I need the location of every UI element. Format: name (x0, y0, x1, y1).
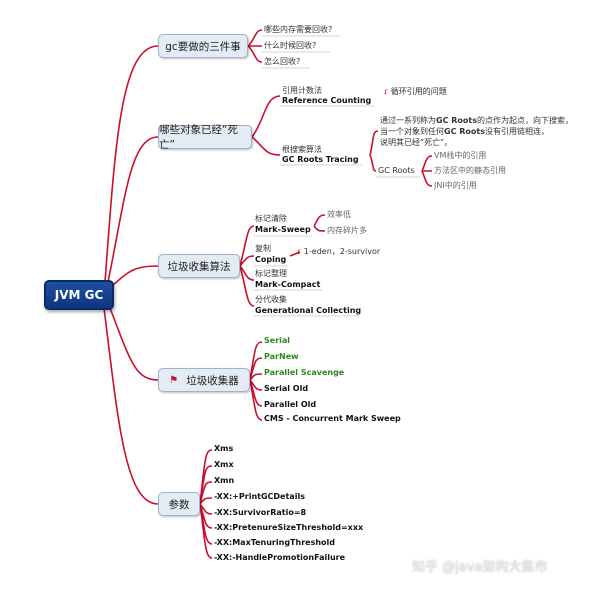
mark-compact-en: Mark-Compact (255, 280, 321, 289)
topic-dead-label: 哪些对象已经“死亡” (159, 124, 238, 151)
collector-serial: Serial (264, 336, 291, 345)
sub-algo (239, 225, 255, 307)
collector-cms: CMS - Concurrent Mark Sweep (264, 414, 401, 423)
desc-line-2: 当一个对象到任何GC Roots没有引用链相连， (380, 127, 549, 136)
coping-note-text: 1-eden，2-survivor (303, 247, 381, 256)
gc-three-item-2: 什么时候回收? (264, 41, 317, 50)
root-label: JVM GC (54, 288, 104, 302)
sub-roots-desc (369, 130, 379, 172)
param-xms: Xms (214, 444, 234, 453)
mark-sweep-cn: 标记清除 (255, 214, 287, 223)
collector-parallel-old: Parallel Old (264, 400, 317, 409)
param-max-tenuring: -XX:MaxTenuringThreshold (214, 538, 335, 547)
generational-en: Generational Collecting (255, 306, 362, 315)
sub-cp-note (289, 251, 301, 257)
roots-cn: 根搜索算法 (282, 145, 322, 154)
branch-algo (111, 265, 159, 287)
gc-roots-item-3: JNI中的引用 (434, 181, 477, 190)
branch-dead (107, 136, 159, 283)
note-icon: ɾ (297, 247, 302, 256)
topic-dead[interactable]: 哪些对象已经“死亡” (158, 124, 252, 151)
sub-gc-three (247, 29, 263, 63)
roots-description: 通过一系列称为GC Roots的点作为起点，向下搜索， 当一个对象到任何GC R… (380, 115, 573, 148)
coping-note: ɾ 1-eden，2-survivor (297, 247, 380, 257)
sub-collectors (249, 341, 263, 421)
topic-collectors[interactable]: ⚑ 垃圾收集器 (158, 368, 250, 392)
branch-collectors (109, 307, 159, 381)
note-icon: ɾ (384, 87, 389, 96)
param-pretenure-size: -XX:PretenureSizeThreshold=xxx (214, 523, 364, 532)
param-xmx: Xmx (214, 460, 234, 469)
main-branches (103, 29, 433, 559)
gc-three-item-3: 怎么回收? (264, 57, 301, 66)
watermark: 知乎 @java架构大集市 (412, 560, 548, 575)
ref-note-text: 循环引用的问题 (390, 87, 447, 96)
topic-gc-three[interactable]: gc要做的三件事 (158, 34, 248, 58)
topic-params-label: 参数 (168, 498, 190, 511)
gc-roots-item-2: 方法区中的静态引用 (434, 166, 506, 175)
sub-ms-notes (313, 214, 326, 232)
topic-params[interactable]: 参数 (158, 492, 200, 516)
topic-algo-label: 垃圾收集算法 (167, 260, 231, 273)
gc-three-item-1: 哪些内存需要回收? (264, 25, 333, 34)
param-xmn: Xmn (214, 476, 235, 485)
flag-icon: ⚑ (169, 374, 179, 386)
topic-collectors-label: 垃圾收集器 (186, 374, 239, 387)
root-node[interactable]: JVM GC (44, 280, 114, 310)
gc-roots-item-1: VM栈中的引用 (434, 151, 487, 160)
sub-params (199, 449, 213, 559)
ref-note: ɾ 循环引用的问题 (384, 87, 447, 97)
collector-parallel-scavenge: Parallel Scavenge (264, 368, 345, 377)
sub-dead (251, 95, 281, 156)
desc-line-1: 通过一系列称为GC Roots的点作为起点，向下搜索， (380, 116, 573, 125)
mark-sweep-en: Mark-Sweep (255, 225, 311, 234)
ref-counting-en: Reference Counting (282, 96, 372, 105)
collector-parnew: ParNew (264, 352, 299, 361)
topic-gc-three-label: gc要做的三件事 (165, 40, 241, 53)
coping-en: Coping (255, 255, 287, 264)
param-survivor-ratio: -XX:SurvivorRatio=8 (214, 508, 307, 517)
leaf-underlines (254, 35, 420, 317)
topic-algo[interactable]: 垃圾收集算法 (158, 254, 240, 278)
ms-note-2: 内存碎片多 (327, 226, 367, 235)
ref-counting-cn: 引用计数法 (282, 86, 322, 95)
param-print-gc-details: -XX:+PrintGCDetails (214, 492, 305, 501)
collector-serial-old: Serial Old (264, 384, 309, 393)
param-handle-promotion: -XX:-HandlePromotionFailure (214, 553, 346, 562)
ms-note-1: 效率低 (327, 210, 351, 219)
branch-params (103, 307, 159, 505)
gc-roots-label: GC Roots (378, 166, 415, 175)
roots-en: GC Roots Tracing (282, 155, 359, 164)
mark-compact-cn: 标记整理 (255, 269, 287, 278)
branch-gc-three (104, 45, 159, 283)
desc-line-3: 说明其已经“死亡”。 (380, 138, 453, 147)
generational-cn: 分代收集 (255, 295, 287, 304)
sub-gc-roots (421, 155, 433, 187)
coping-cn: 复制 (255, 244, 271, 253)
